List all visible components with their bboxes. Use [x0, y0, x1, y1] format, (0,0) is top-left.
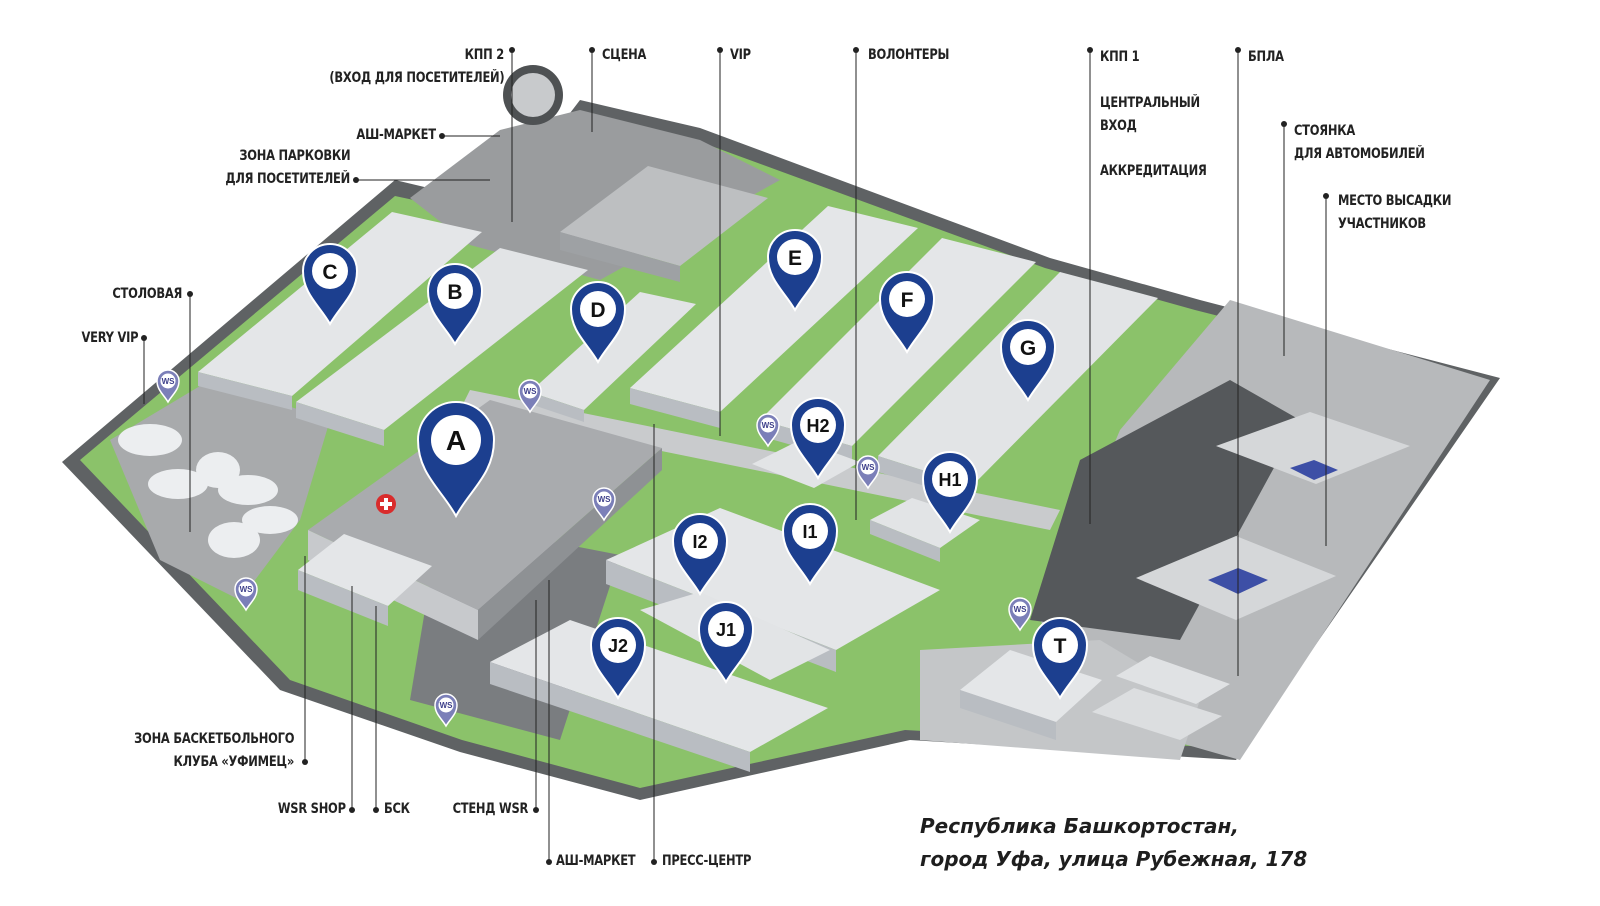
ws-marker[interactable]: WS — [592, 487, 616, 521]
address-line-1: Республика Башкортостан, — [920, 814, 1239, 838]
press-center-label: ПРЕСС-ЦЕНТР — [662, 853, 752, 869]
pin-g[interactable]: G — [1000, 319, 1056, 401]
svg-text:D: D — [590, 299, 605, 322]
svg-text:A: A — [446, 425, 466, 456]
svg-text:WS: WS — [162, 377, 176, 386]
ws-marker[interactable]: WS — [1008, 597, 1032, 631]
svg-text:WS: WS — [598, 495, 612, 504]
car-parking-label-line1: СТОЯНКА — [1294, 123, 1356, 139]
ws-markers: WS WS WS WS WS WS WS WS — [156, 369, 1032, 727]
ws-marker[interactable]: WS — [156, 369, 180, 403]
svg-text:H2: H2 — [806, 416, 829, 436]
ws-marker[interactable]: WS — [756, 413, 780, 447]
svg-text:WS: WS — [862, 463, 876, 472]
pin-f[interactable]: F — [879, 271, 935, 353]
central-entrance-label-line1: ЦЕНТРАЛЬНЫЙ — [1100, 95, 1200, 111]
bpla-label: БПЛА — [1248, 49, 1284, 65]
svg-text:I1: I1 — [802, 522, 817, 542]
pin-j2[interactable]: J2 — [590, 617, 646, 699]
svg-text:WS: WS — [440, 701, 454, 710]
basketball-zone-label-line1: ЗОНА БАСКЕТБОЛЬНОГО — [133, 731, 294, 747]
pin-c[interactable]: C — [302, 243, 358, 325]
pin-i2[interactable]: I2 — [672, 513, 728, 595]
scene-label: СЦЕНА — [602, 47, 647, 63]
svg-text:E: E — [788, 247, 802, 270]
address: Республика Башкортостан, город Уфа, улиц… — [920, 810, 1307, 876]
dropoff-label-line1: МЕСТО ВЫСАДКИ — [1338, 193, 1452, 209]
ws-marker[interactable]: WS — [518, 379, 542, 413]
svg-text:H1: H1 — [938, 470, 961, 490]
pin-a[interactable]: A — [417, 401, 495, 517]
pin-h2[interactable]: H2 — [790, 397, 846, 479]
central-entrance-label-line2: ВХОД — [1100, 118, 1137, 134]
volunteers-label: ВОЛОНТЕРЫ — [868, 47, 950, 63]
svg-text:G: G — [1020, 337, 1036, 360]
visitor-parking-label-line1: ЗОНА ПАРКОВКИ — [238, 148, 350, 164]
ash-market-bottom-label: АШ-МАРКЕТ — [556, 853, 636, 869]
bsk-label: БСК — [384, 801, 410, 817]
ash-market-top-label: АШ-МАРКЕТ — [356, 127, 437, 143]
pin-t[interactable]: T — [1032, 617, 1088, 699]
svg-text:F: F — [901, 289, 914, 312]
leader-lines — [143, 50, 1327, 862]
leader-dots — [141, 47, 1329, 865]
svg-text:WS: WS — [1014, 605, 1028, 614]
svg-text:WS: WS — [524, 387, 538, 396]
svg-text:I2: I2 — [692, 532, 707, 552]
pin-h1[interactable]: H1 — [922, 451, 978, 533]
ws-marker[interactable]: WS — [234, 577, 258, 611]
kpp2-sublabel: (ВХОД ДЛЯ ПОСЕТИТЕЛЕЙ) — [329, 70, 504, 86]
pin-b[interactable]: B — [427, 263, 483, 345]
kpp2-label: КПП 2 — [464, 47, 505, 63]
svg-text:C: C — [322, 261, 337, 284]
canteen-label: СТОЛОВАЯ — [112, 286, 182, 302]
ws-marker[interactable]: WS — [856, 455, 880, 489]
wsr-stand-label: СТЕНД WSR — [452, 801, 529, 817]
pin-e[interactable]: E — [767, 229, 823, 311]
svg-text:WS: WS — [762, 421, 776, 430]
pin-d[interactable]: D — [570, 281, 626, 363]
very-vip-label: VERY VIP — [81, 330, 138, 346]
car-parking-label-line2: ДЛЯ АВТОМОБИЛЕЙ — [1294, 146, 1425, 162]
svg-text:B: B — [447, 281, 462, 304]
svg-text:J1: J1 — [716, 620, 736, 640]
ws-marker[interactable]: WS — [434, 693, 458, 727]
visitor-parking-label-line2: ДЛЯ ПОСЕТИТЕЛЕЙ — [225, 171, 350, 187]
accreditation-label: АККРЕДИТАЦИЯ — [1100, 163, 1207, 179]
wsr-shop-label: WSR SHOP — [278, 801, 346, 817]
basketball-zone-label-line2: КЛУБА «УФИМЕЦ» — [173, 754, 294, 770]
pin-j1[interactable]: J1 — [698, 601, 754, 683]
address-line-2: город Уфа, улица Рубежная, 178 — [920, 847, 1308, 871]
svg-text:J2: J2 — [608, 636, 628, 656]
kpp1-label: КПП 1 — [1100, 49, 1140, 65]
svg-text:WS: WS — [240, 585, 254, 594]
dropoff-label-line2: УЧАСТНИКОВ — [1338, 216, 1426, 232]
vip-label: VIP — [730, 47, 751, 63]
svg-text:T: T — [1054, 635, 1067, 658]
pin-i1[interactable]: I1 — [782, 503, 838, 585]
pavilion-pins: A B C D E F G H1 H2 I1 I2 J1 J2 T — [302, 229, 1088, 699]
